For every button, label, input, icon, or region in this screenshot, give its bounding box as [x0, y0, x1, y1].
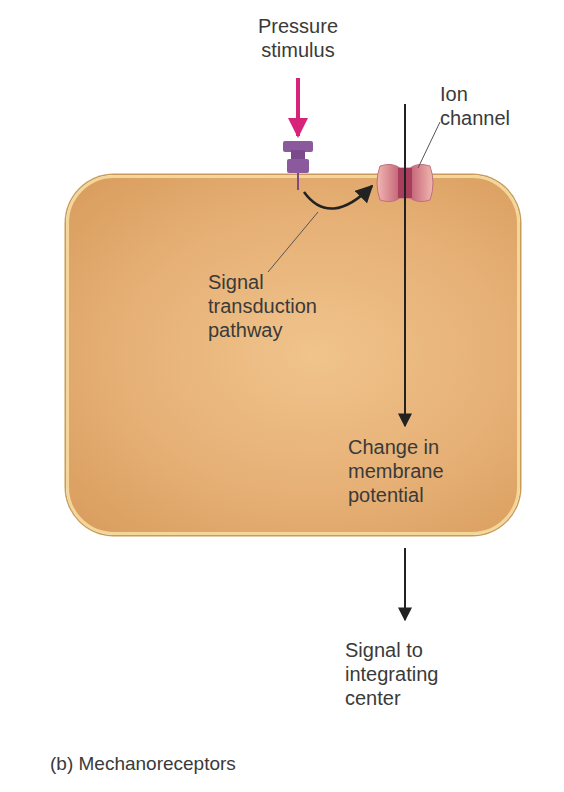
output-arrow — [404, 548, 406, 620]
receptor-protein — [283, 141, 313, 190]
stimulus-label: Pressure stimulus — [248, 14, 348, 62]
leader-line — [268, 212, 318, 272]
channel-label: Ion channel — [440, 82, 530, 130]
pathway-label: Signal transduction pathway — [208, 270, 343, 342]
figure-caption: (b) Mechanoreceptors — [50, 752, 450, 776]
stimulus-arrow — [296, 78, 300, 136]
receptor-cell: Signal transduction pathwayChange in mem… — [66, 175, 520, 535]
leader-line — [418, 122, 440, 168]
ion-flow-arrow — [404, 104, 406, 426]
membrane-potential-label: Change in membrane potential — [348, 435, 476, 507]
ion-channel — [377, 164, 433, 201]
transduction-arrow — [304, 186, 372, 209]
cell-parts — [268, 78, 440, 620]
output-label: Signal to integrating center — [345, 638, 467, 710]
